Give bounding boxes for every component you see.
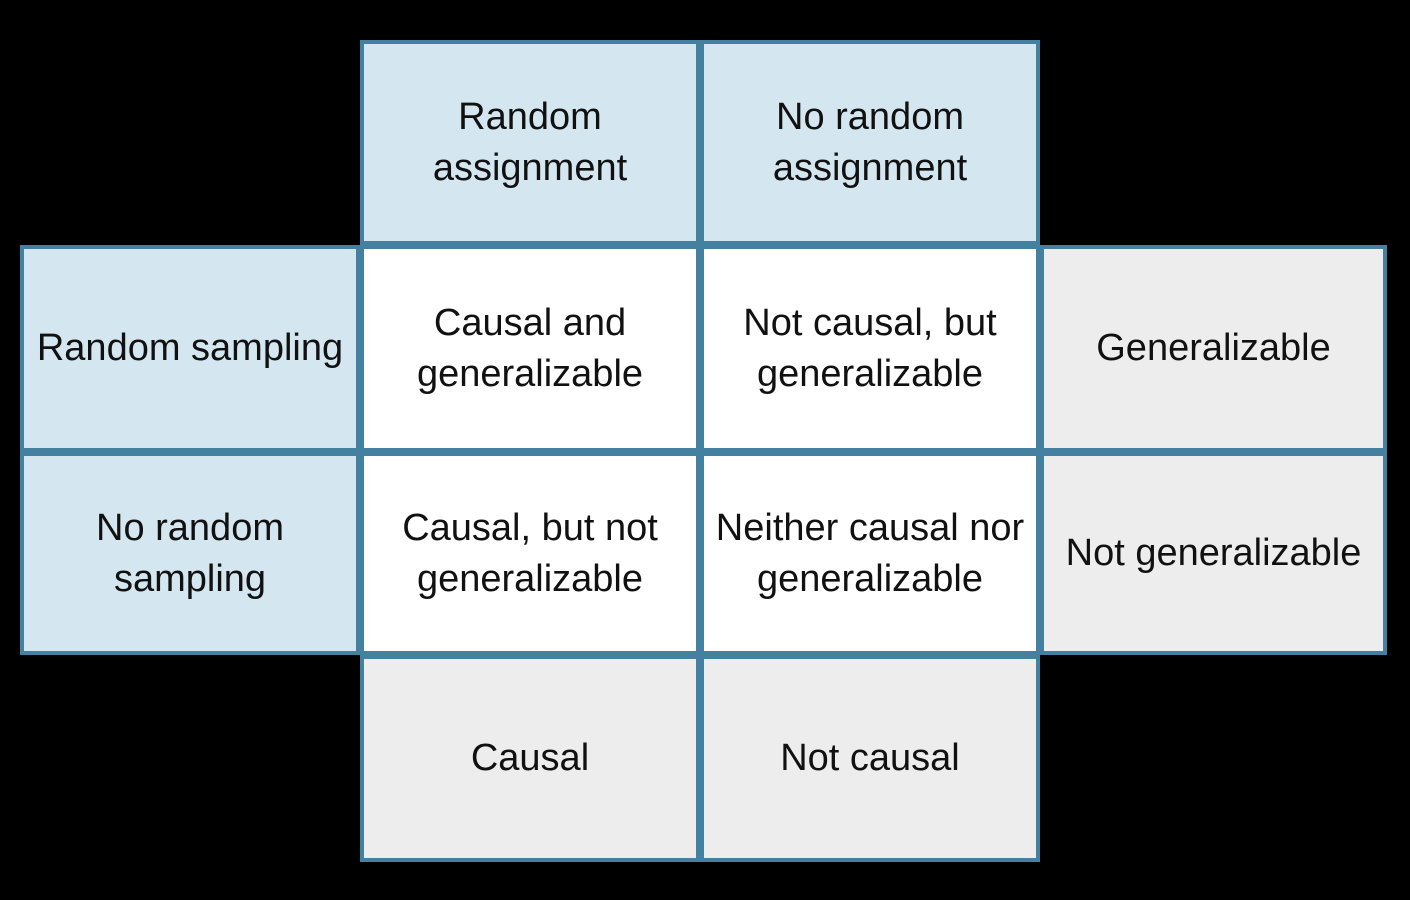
- column-header-no-random-assignment: No random assignment: [700, 40, 1040, 245]
- column-summary-causal: Causal: [360, 655, 700, 862]
- sampling-assignment-matrix: Random assignment No random assignment R…: [20, 40, 1387, 862]
- cell-causal-and-generalizable: Causal and generalizable: [360, 245, 700, 452]
- corner-spacer-bottom-right: [1040, 655, 1387, 862]
- cell-not-causal-but-generalizable: Not causal, but generalizable: [700, 245, 1040, 452]
- row-summary-not-generalizable: Not generalizable: [1040, 452, 1387, 655]
- row-summary-generalizable: Generalizable: [1040, 245, 1387, 452]
- cell-neither-causal-nor-generalizable: Neither causal nor generalizable: [700, 452, 1040, 655]
- corner-spacer-bottom-left: [20, 655, 360, 862]
- column-summary-not-causal: Not causal: [700, 655, 1040, 862]
- row-header-random-sampling: Random sampling: [20, 245, 360, 452]
- row-header-no-random-sampling: No random sampling: [20, 452, 360, 655]
- cell-causal-but-not-generalizable: Causal, but not generalizable: [360, 452, 700, 655]
- corner-spacer-top-right: [1040, 40, 1387, 245]
- column-header-random-assignment: Random assignment: [360, 40, 700, 245]
- corner-spacer-top-left: [20, 40, 360, 245]
